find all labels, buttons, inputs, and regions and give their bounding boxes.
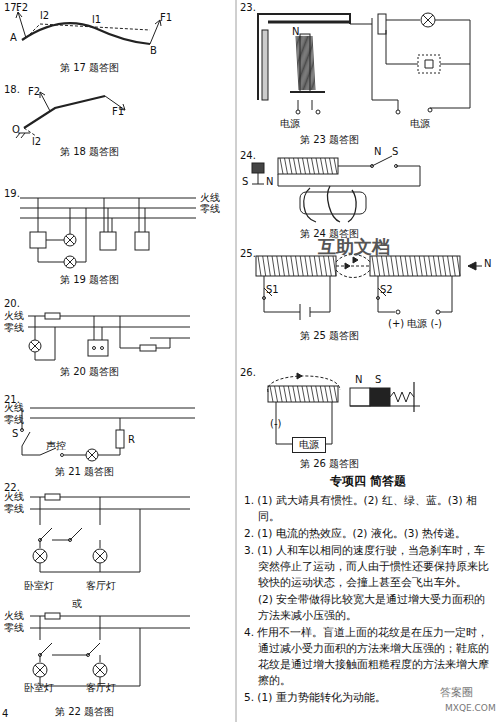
section-heading: 专项四 简答题 bbox=[330, 474, 406, 488]
answer-text: 2. (1) 电流的热效应。(2) 液化。(3) 热传递。 bbox=[244, 525, 490, 541]
diagram-label: 零线 bbox=[4, 622, 24, 634]
diagram-label: 第 22 题答图 bbox=[55, 706, 114, 718]
diagram-label: N bbox=[484, 258, 491, 270]
coil-windings bbox=[270, 386, 337, 402]
diagram-label: N bbox=[266, 176, 273, 188]
diagram-label: S2 bbox=[380, 284, 393, 296]
diagram-label: 客厅灯 bbox=[86, 682, 116, 694]
lever-18 bbox=[16, 92, 125, 138]
diagram-label: S bbox=[12, 428, 18, 440]
diagram-label: A bbox=[10, 32, 17, 44]
coil-windings bbox=[280, 158, 337, 174]
diagram-label: B bbox=[150, 45, 157, 57]
diagram-label: N bbox=[292, 26, 299, 38]
diagram-label: 卧室灯 bbox=[24, 682, 54, 694]
diagram-label: 第 23 题答图 bbox=[300, 134, 359, 146]
diagram-label: S bbox=[375, 374, 381, 386]
diagram-label: 零线 bbox=[4, 414, 24, 426]
coil-windings bbox=[296, 36, 315, 90]
solenoids-25 bbox=[256, 255, 482, 321]
diagram-label: 或 bbox=[72, 598, 82, 610]
answer-text: 4. 作用不一样。盲道上面的花纹是在压力一定时，通过减小受力面积的方法来增大压强… bbox=[244, 624, 490, 688]
diagram-label: 电源 bbox=[410, 118, 430, 130]
diagram-label: 第 26 题答图 bbox=[300, 458, 359, 470]
diagram-label: N bbox=[355, 374, 362, 386]
diagram-label: l2 bbox=[32, 136, 41, 148]
diagram-label: F2 bbox=[28, 86, 40, 98]
diagram-label: l2 bbox=[40, 10, 49, 22]
diagram-label: N bbox=[374, 146, 381, 158]
diagram-label: 24. bbox=[240, 150, 256, 162]
diagram-label: R bbox=[128, 434, 135, 446]
diagram-label: 卧室灯 bbox=[24, 580, 54, 592]
diagram-label: F1 bbox=[112, 106, 124, 118]
diagram-label: 零线 bbox=[200, 203, 220, 215]
diagram-label: S bbox=[242, 176, 248, 188]
diagram-label: S1 bbox=[266, 284, 279, 296]
solenoid-26 bbox=[268, 373, 420, 444]
diagram-label: (-) bbox=[270, 418, 281, 430]
diagram-label: 火线 bbox=[4, 610, 24, 622]
answer-text: 1. (1) 武大靖具有惯性。(2) 红、绿、蓝。(3) 相同。 bbox=[244, 492, 490, 524]
diagram-label: 第 17 题答图 bbox=[60, 62, 119, 74]
answer-text: (2) 安全带做得比较宽大是通过增大受力面积的方法来减小压强的。 bbox=[244, 591, 490, 623]
diagram-label: 火线 bbox=[200, 192, 220, 204]
diagram-label: 电源 bbox=[280, 118, 300, 130]
coil-windings bbox=[372, 256, 460, 276]
diagram-label: 火线 bbox=[4, 491, 24, 503]
diagram-label: O bbox=[12, 124, 20, 136]
diagram-label: 第 25 题答图 bbox=[300, 330, 359, 342]
diagram-label: 声控 bbox=[46, 440, 66, 452]
diagram-label: 第 19 题答图 bbox=[60, 274, 119, 286]
diagram-label: 23. bbox=[240, 2, 256, 14]
diagram-label: 26. bbox=[240, 367, 256, 379]
divider bbox=[236, 0, 237, 722]
watermark: 互助文档 bbox=[318, 236, 390, 258]
circuit-20 bbox=[28, 313, 190, 360]
answer-text: 3. (1) 人和车以相同的速度行驶，当急刹车时，车突然停止了运动，而人由于惯性… bbox=[244, 542, 490, 590]
diagram-label: l1 bbox=[92, 14, 101, 26]
lever-17 bbox=[16, 12, 161, 44]
circuit-19 bbox=[20, 198, 196, 268]
diagram-label: 19. bbox=[4, 188, 20, 200]
diagram-label: 第 21 题答图 bbox=[55, 466, 114, 478]
diagram-label: S bbox=[392, 146, 398, 158]
diagram-label: 第 18 题答图 bbox=[60, 146, 119, 158]
node-text: 电源 bbox=[299, 439, 319, 450]
diagram-label: 火线 bbox=[4, 402, 24, 414]
diagram-label: 18. bbox=[4, 84, 20, 96]
diagram-label: F2 bbox=[16, 2, 28, 14]
coil-windings bbox=[258, 256, 336, 276]
diagram-label: 20. bbox=[4, 298, 20, 310]
diagram-label: 第 20 题答图 bbox=[60, 366, 119, 378]
circuit-22 bbox=[30, 494, 190, 686]
diagram-label: 火线 bbox=[4, 310, 24, 322]
diagram-label: 4 bbox=[2, 708, 8, 720]
diagram-label: (+) 电源 (-) bbox=[388, 318, 442, 330]
power-box: 电源 bbox=[292, 437, 326, 453]
diagram-label: 零线 bbox=[4, 503, 24, 515]
watermark: 答案圈 bbox=[440, 686, 473, 699]
diagram-label: 客厅灯 bbox=[86, 580, 116, 592]
solenoid-24 bbox=[252, 156, 420, 222]
watermark: MXQE.COM bbox=[445, 703, 496, 714]
diagram-label: 25. bbox=[240, 248, 256, 260]
diagram-label: F1 bbox=[160, 12, 172, 24]
diagram-label: 零线 bbox=[4, 322, 24, 334]
relay-23 bbox=[258, 13, 470, 114]
circuit-21 bbox=[21, 408, 196, 461]
